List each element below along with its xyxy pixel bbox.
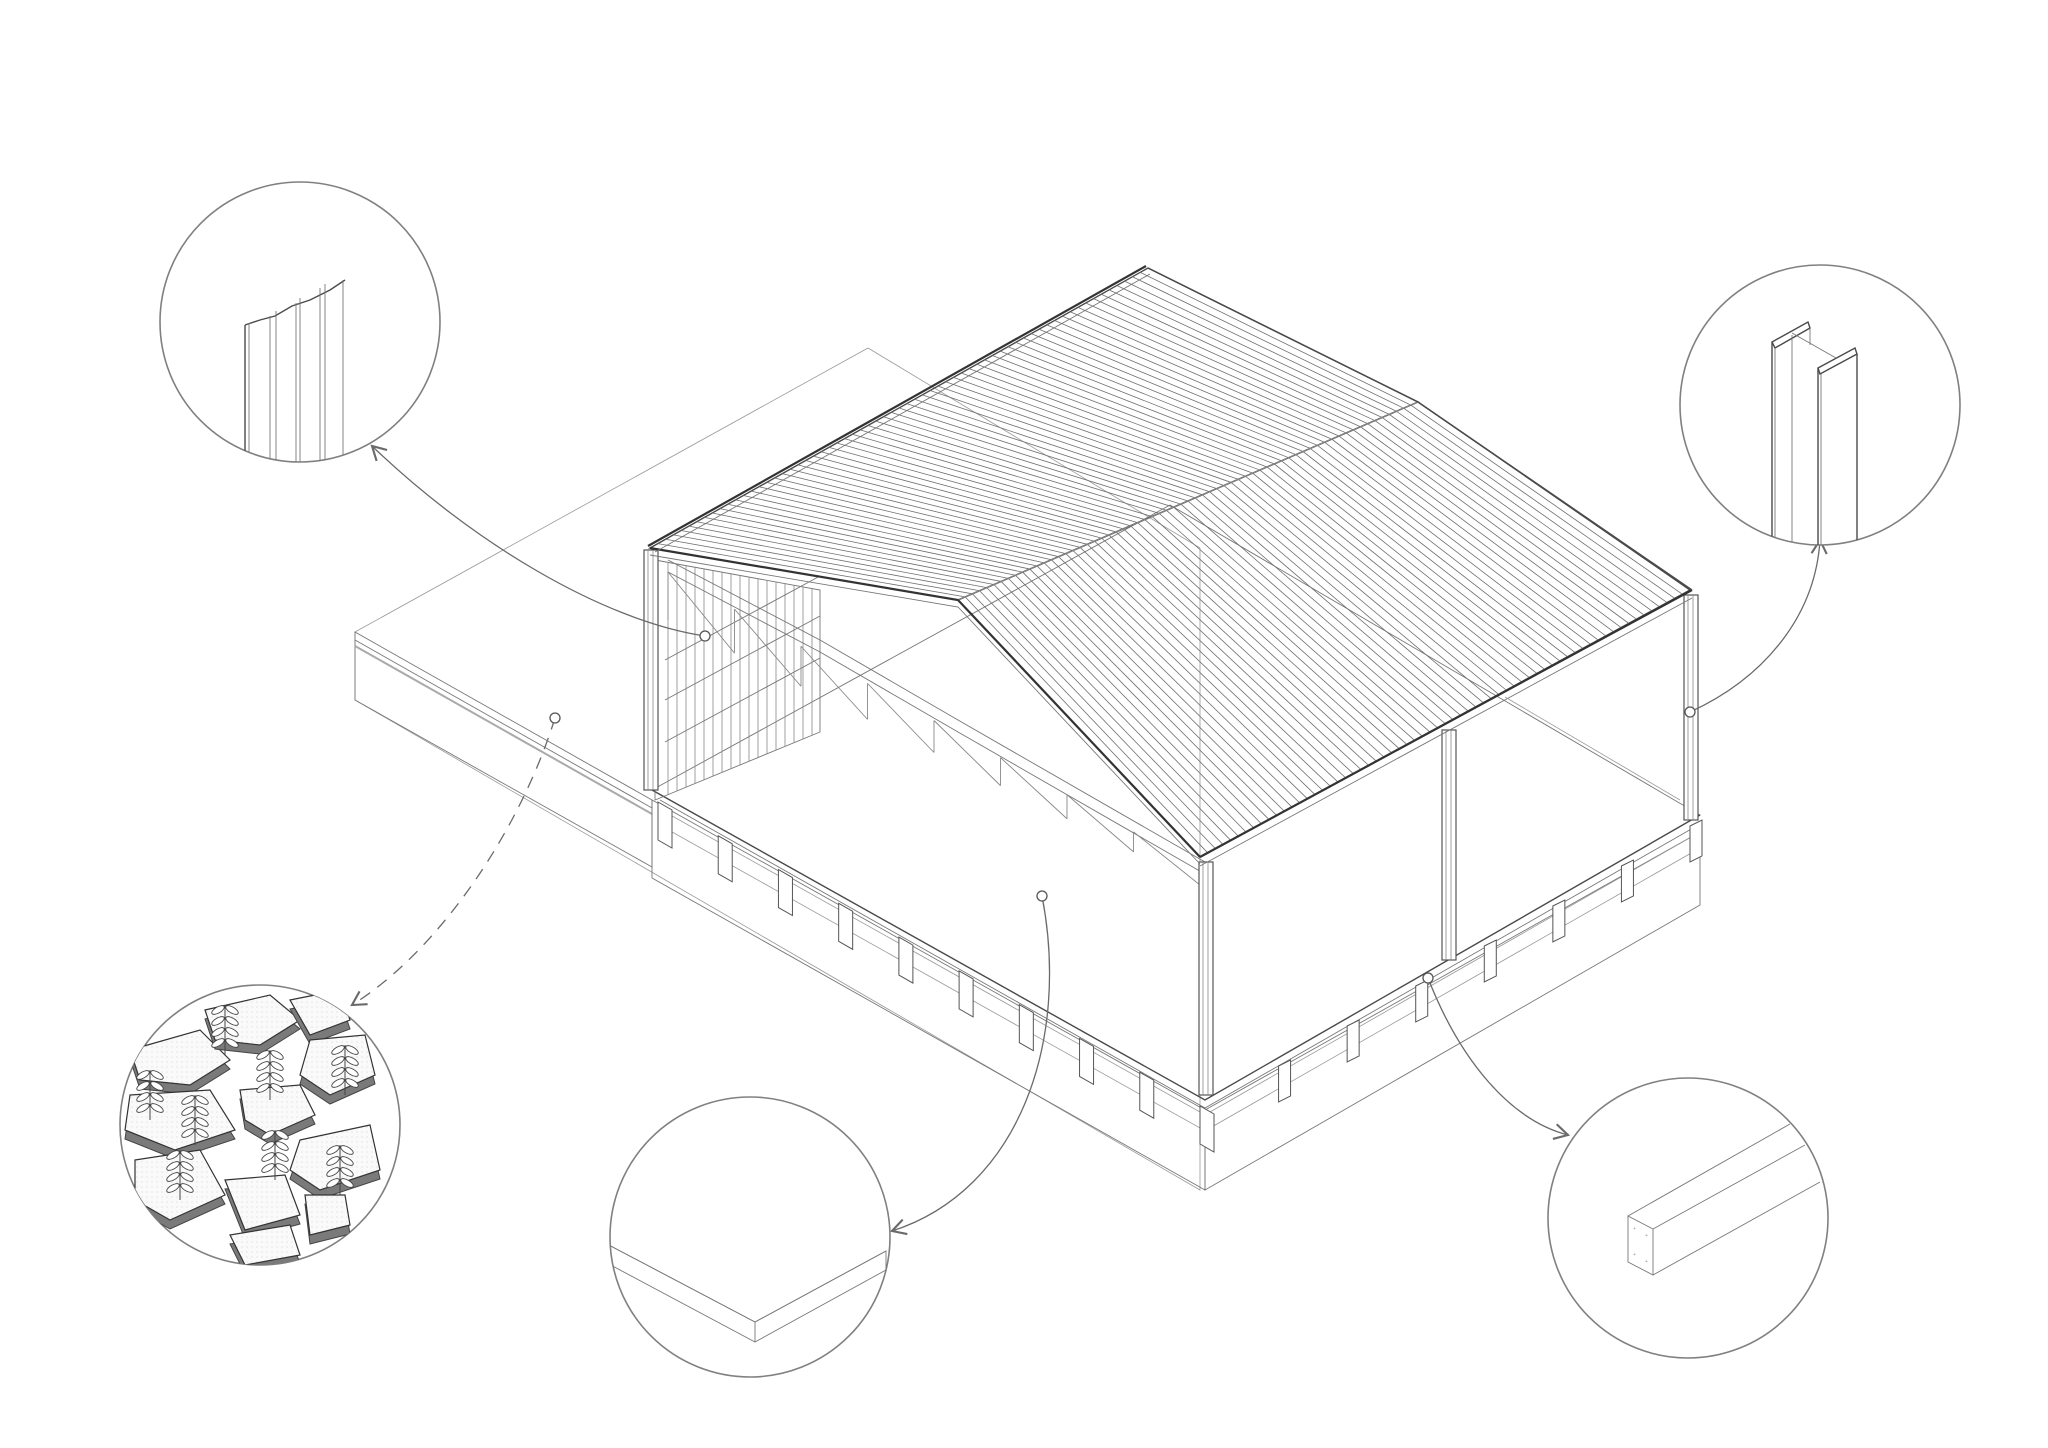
leader-c1: [370, 444, 706, 637]
roof-truss: [667, 559, 1206, 886]
callout-cladding-panel: [159, 181, 441, 463]
cladding-panel-icon: [244, 279, 346, 462]
callout-stone-paving: [119, 984, 401, 1266]
leader-c2: [1689, 537, 1828, 713]
svg-text:+: +: [1645, 1259, 1648, 1265]
roof: [647, 265, 1693, 867]
foundation-piers: [657, 801, 1703, 1153]
svg-text:+: +: [1645, 1233, 1648, 1239]
timber-beam-icon: + + + +: [1627, 1123, 1821, 1276]
floor-slab-icon: [610, 1242, 887, 1343]
callout-h-column: [1679, 264, 1961, 546]
anchor-c5: [1422, 972, 1434, 984]
back-left-column: [643, 549, 659, 791]
callout-floor-slab: [609, 1096, 891, 1378]
front-left-column: [1198, 861, 1214, 1096]
gable-wall-cladding: [654, 559, 821, 801]
bracing-line: [1504, 696, 1681, 801]
anchor-c2: [1684, 706, 1696, 718]
columns: [643, 549, 1699, 1096]
svg-text:+: +: [1633, 1226, 1636, 1232]
svg-text:+: +: [1633, 1252, 1636, 1258]
callout-timber-beam: + + + +: [1547, 1077, 1829, 1359]
anchor-c3: [549, 712, 561, 724]
leader-c4: [889, 895, 1051, 1236]
anchor-c1: [699, 630, 711, 642]
leaders: [350, 444, 1828, 1236]
anchor-c4: [1036, 890, 1048, 902]
stone-paving-icon: [124, 989, 381, 1265]
h-column-icon: [1771, 320, 1858, 545]
leader-c5: [1427, 977, 1571, 1140]
leader-c3: [350, 717, 556, 1007]
front-mid-column: [1441, 729, 1457, 961]
